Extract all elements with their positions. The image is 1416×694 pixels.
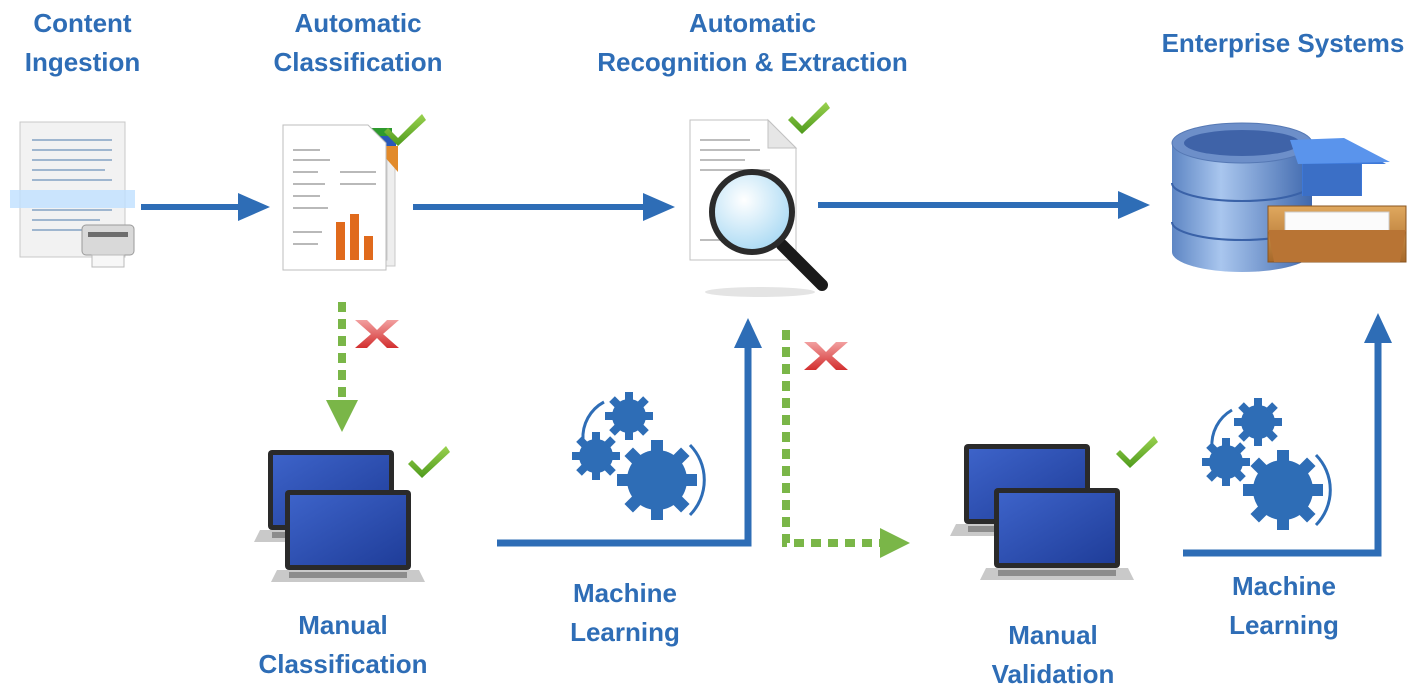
fallback-arrow-validation [782, 330, 910, 558]
machine-learning-arrow-2 [1183, 313, 1392, 557]
gears-icon [572, 392, 706, 520]
magnifier-document-icon [689, 118, 828, 297]
label-line: Learning [570, 617, 680, 647]
database-inbox-icon [1171, 122, 1407, 272]
label-line: Automatic [294, 8, 422, 38]
label-line: Ingestion [24, 47, 141, 77]
scanner-icon [10, 121, 135, 268]
flow-arrow-1 [141, 193, 270, 221]
laptops-icon [950, 444, 1134, 580]
flow-arrow-2 [413, 193, 675, 221]
machine-learning-arrow-1 [497, 318, 762, 547]
label-line: Manual [1008, 620, 1098, 650]
label-line: Recognition & Extraction [597, 47, 908, 77]
label-line: Automatic [688, 8, 817, 38]
checkmark-icon [408, 446, 450, 478]
label-line: Learning [1229, 610, 1339, 640]
label-automatic-classification: Automatic Classification [258, 4, 458, 82]
label-line: Classification [273, 47, 443, 77]
label-enterprise-systems: Enterprise Systems [1150, 24, 1416, 63]
fallback-arrow-classification [326, 302, 358, 432]
label-automatic-recognition: Automatic Recognition & Extraction [580, 4, 925, 82]
checkmark-icon [1116, 436, 1158, 468]
label-line: Machine [1231, 571, 1337, 601]
checkmark-icon [788, 102, 830, 134]
label-line: Machine [572, 578, 678, 608]
label-line: Classification [258, 649, 428, 679]
label-line: Manual [298, 610, 388, 640]
label-line: Enterprise Systems [1161, 28, 1405, 58]
flow-arrow-3 [818, 191, 1150, 219]
label-line: Content [33, 8, 132, 38]
label-manual-classification: Manual Classification [248, 606, 438, 684]
label-content-ingestion: Content Ingestion [10, 4, 155, 82]
cross-icon [355, 320, 399, 348]
label-machine-learning-2: Machine Learning [1214, 567, 1354, 645]
laptops-icon [254, 450, 425, 582]
documents-icon [282, 124, 398, 271]
cross-icon [804, 342, 848, 370]
label-machine-learning-1: Machine Learning [555, 574, 695, 652]
label-manual-validation: Manual Validation [978, 616, 1128, 694]
label-line: Validation [991, 659, 1115, 689]
gears-icon [1202, 398, 1332, 530]
